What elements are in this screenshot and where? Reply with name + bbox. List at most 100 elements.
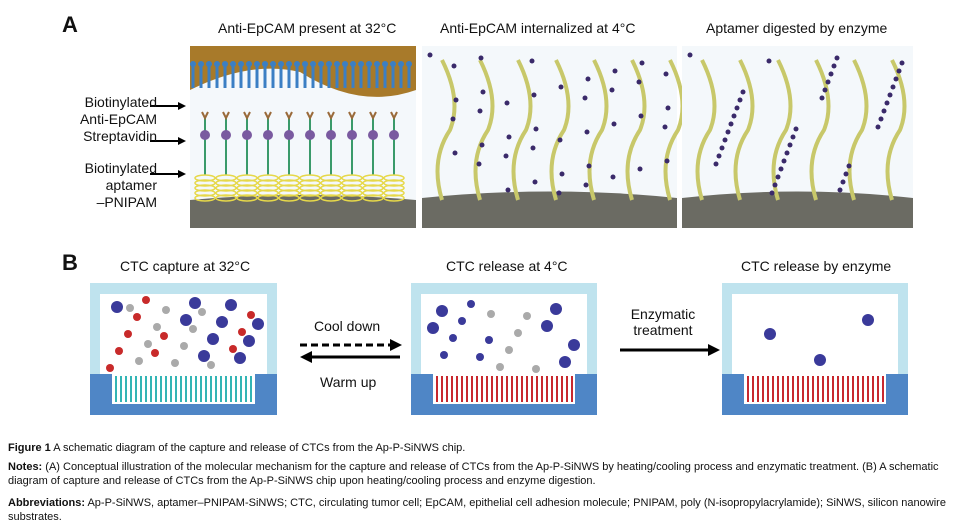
lipid-head	[214, 61, 220, 67]
molecule	[506, 134, 512, 140]
lipid-head	[318, 61, 324, 67]
lipid-head	[238, 61, 244, 67]
lipid-head	[358, 61, 364, 67]
cell	[151, 349, 159, 357]
arrow-head	[178, 137, 186, 145]
cell	[496, 363, 504, 371]
pnipam-coil	[278, 184, 300, 192]
antibody	[201, 111, 209, 121]
pnipam-coil	[278, 174, 300, 182]
pnipam-coil	[278, 179, 300, 187]
cool-down-label: Cool down	[314, 318, 381, 334]
molecule	[766, 58, 772, 64]
pnipam-coil	[299, 184, 321, 192]
pnipam-coil	[215, 184, 237, 192]
pnipam-coil	[194, 184, 216, 192]
molecule	[878, 116, 884, 122]
pnipam-coil	[194, 189, 216, 197]
lipid-head	[294, 61, 300, 67]
pnipam-coil	[257, 194, 279, 202]
antibody	[369, 111, 377, 121]
lipid-head	[342, 61, 348, 67]
cell	[216, 316, 228, 328]
pnipam-chain	[885, 59, 907, 201]
molecule	[775, 174, 781, 180]
molecule	[890, 84, 896, 90]
cell	[568, 339, 580, 351]
molecule	[611, 121, 617, 127]
pnipam-coil	[215, 179, 237, 187]
pnipam-coil	[299, 194, 321, 202]
molecule	[887, 92, 893, 98]
cell	[234, 352, 246, 364]
molecule	[612, 68, 618, 74]
antibody	[264, 111, 272, 121]
pnipam-coil	[278, 194, 300, 202]
pnipam-coil	[362, 174, 384, 182]
molecule	[504, 100, 510, 106]
cell	[198, 350, 210, 362]
cell	[115, 347, 123, 355]
molecule	[793, 126, 799, 132]
pnipam-coil	[362, 194, 384, 202]
substrate	[682, 191, 913, 228]
molecule	[584, 129, 590, 135]
lipid-head	[398, 61, 404, 67]
molecule	[828, 71, 834, 77]
molecule	[846, 163, 852, 169]
panel-b-label: B	[62, 250, 78, 275]
lipid-head	[350, 61, 356, 67]
lipid-head	[190, 61, 196, 67]
molecule	[533, 126, 539, 132]
pnipam-coil	[215, 174, 237, 182]
cell	[198, 308, 206, 316]
lipid-head	[302, 61, 308, 67]
cell	[160, 332, 168, 340]
streptavidin	[221, 130, 231, 140]
pnipam-coil	[320, 174, 342, 182]
molecule	[840, 179, 846, 185]
cell	[180, 314, 192, 326]
lipid-head	[334, 61, 340, 67]
molecule	[884, 100, 890, 106]
pnipam-coil	[257, 189, 279, 197]
molecule	[558, 84, 564, 90]
molecule	[559, 171, 565, 177]
cell	[133, 313, 141, 321]
molecule	[663, 71, 669, 77]
pnipam-coil	[341, 194, 363, 202]
molecule	[769, 190, 775, 196]
molecule	[819, 95, 825, 101]
cell	[207, 333, 219, 345]
molecule	[716, 153, 722, 159]
panel-a-title-2: Anti-EpCAM internalized at 4°C	[440, 20, 636, 36]
pnipam-coil	[215, 189, 237, 197]
arrow-head	[708, 344, 720, 356]
pnipam-coil	[236, 189, 258, 197]
pnipam-coil	[383, 184, 405, 192]
cell	[449, 334, 457, 342]
molecule	[664, 158, 670, 164]
cell	[523, 312, 531, 320]
molecule	[837, 187, 843, 193]
panel-b-title-1: CTC capture at 32°C	[120, 258, 251, 274]
lipid-head	[366, 61, 372, 67]
streptavidin	[347, 130, 357, 140]
molecule	[843, 171, 849, 177]
cell	[485, 336, 493, 344]
pnipam-coil	[299, 179, 321, 187]
streptavidin	[305, 130, 315, 140]
lipid-head	[198, 61, 204, 67]
molecule	[636, 79, 642, 85]
molecule	[740, 89, 746, 95]
cell	[142, 296, 150, 304]
lipid-head	[310, 61, 316, 67]
molecule	[452, 150, 458, 156]
pnipam-coil	[383, 194, 405, 202]
pnipam-chain	[473, 59, 495, 201]
cell	[207, 361, 215, 369]
lipid-head	[262, 61, 268, 67]
pnipam-coil	[257, 184, 279, 192]
antibody	[306, 111, 314, 121]
